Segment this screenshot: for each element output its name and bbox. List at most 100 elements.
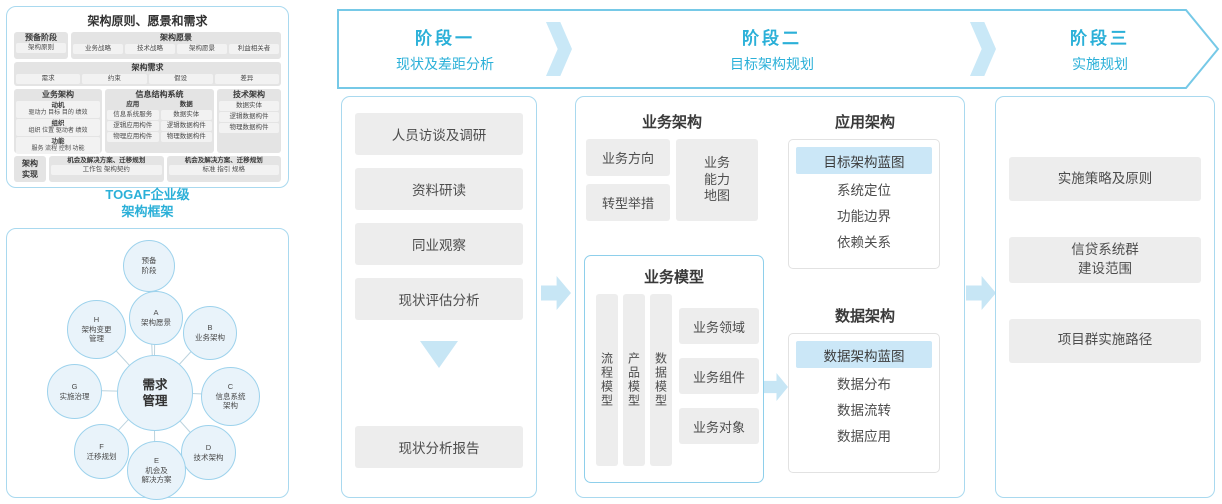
realization-row: 架构 实现 机会及解决方案、迁移规划 工作包 架构契约 机会及解决方案、迁移规划…: [14, 155, 281, 182]
architecture-domains-row: 业务架构 动机 驱动力 目标 目的 绩效 组织 组织 位置 驱动者 绩效 功能 …: [14, 88, 281, 154]
phase-3-title: 阶段三: [1070, 29, 1130, 48]
data-item: 数据实体: [160, 109, 212, 120]
adm-node-a-vision: A 架构愿景: [129, 291, 183, 345]
prep-vision-row: 预备阶段 架构原则 架构愿景 业务战略 技术战略 架构愿景 利益相关者: [14, 32, 281, 59]
adm-node-label: G 实施治理: [59, 381, 90, 401]
phase-3-subtitle: 实施规划: [1072, 56, 1128, 72]
migration-items: 标准 指引 规格: [168, 164, 279, 175]
migration-title: 机会及解决方案、迁移规划: [184, 156, 263, 164]
data-arch-section-title: 数据架构: [834, 308, 895, 325]
phase-band: 阶段一 现状及差距分析 阶段二 目标架构规划 阶段三 实施规划: [337, 9, 1221, 89]
business-arch-section-title: 业务架构: [641, 114, 702, 131]
phase1-step: 人员访谈及调研: [355, 113, 523, 155]
prep-phase-cell: 预备阶段 架构原则: [14, 32, 68, 59]
data-item: 物理数据构件: [160, 131, 212, 142]
app-item: 逻辑应用构件: [107, 120, 159, 131]
business-domain-box: 业务领域: [679, 308, 759, 344]
function-group: 功能 服务 流程 控制 功能: [16, 136, 100, 154]
group-items: 服务 流程 控制 功能: [31, 145, 85, 152]
vision-item: 业务战略: [73, 44, 123, 54]
product-model-box: 产品模型: [623, 294, 645, 466]
requirement-item: 差异: [214, 73, 279, 84]
principles-title: 架构原则、愿景和需求: [87, 14, 208, 28]
phase3-item: 信贷系统群 建设范围: [1009, 237, 1201, 283]
togaf-content-panel: 架构原则、愿景和需求 预备阶段 架构原则 架构愿景 业务战略 技术战略 架构愿景…: [6, 6, 289, 188]
opportunities-title: 机会及解决方案、迁移规划: [67, 156, 146, 164]
adm-node-label: D 技术架构: [193, 442, 224, 462]
flow-right-arrow-icon: [541, 276, 571, 310]
tech-item: 物理数据构件: [219, 122, 279, 133]
phase-2-subtitle: 目标架构规划: [730, 56, 814, 72]
vision-item: 技术战略: [125, 44, 175, 54]
info-systems-title: 信息结构系统: [135, 89, 184, 99]
vision-items: 业务战略 技术战略 架构愿景 利益相关者: [73, 44, 279, 54]
migration-cell: 机会及解决方案、迁移规划 标准 指引 规格: [166, 155, 281, 182]
application-arch-box: 目标架构蓝图 系统定位 功能边界 依赖关系: [788, 139, 940, 269]
group-title: 组织: [51, 119, 65, 127]
tech-item: 逻辑数据构件: [219, 111, 279, 122]
adm-node-h-change-management: H 架构变更 管理: [67, 300, 126, 359]
group-title: 功能: [51, 137, 65, 145]
data-arch-blueprint-highlight: 数据架构蓝图: [796, 341, 932, 368]
requirement-item: 需求: [16, 73, 81, 84]
flow-right-arrow-icon: [966, 276, 996, 310]
realization-title: 架构 实现: [14, 155, 46, 182]
adm-node-c-information-systems: C 信息系统 架构: [201, 367, 260, 426]
business-arch-title: 业务架构: [42, 89, 74, 99]
technology-arch-title: 技术架构: [233, 89, 265, 99]
app-arch-item: 系统定位: [837, 183, 891, 198]
prep-title: 预备阶段: [25, 33, 57, 42]
phase1-step: 资料研读: [355, 168, 523, 210]
adm-node-d-technology: D 技术架构: [181, 425, 236, 480]
data-arch-item: 数据分布: [837, 377, 891, 392]
business-model-title: 业务模型: [643, 269, 704, 286]
phase-1-subtitle: 现状及差距分析: [396, 56, 494, 72]
transformation-initiatives-box: 转型举措: [586, 184, 670, 221]
prep-item: 架构原则: [16, 43, 66, 53]
down-arrow-icon: [420, 341, 458, 368]
group-items: 组织 位置 驱动者 绩效: [28, 127, 88, 134]
adm-center-requirements-management: 需求 管理: [117, 355, 193, 431]
inner-right-arrow-icon: [764, 373, 788, 401]
data-arch-box: 数据架构蓝图 数据分布 数据流转 数据应用: [788, 333, 940, 473]
phase-1-header: 阶段一 现状及差距分析: [345, 24, 545, 74]
opportunities-cell: 机会及解决方案、迁移规划 工作包 架构契约: [49, 155, 164, 182]
togaf-framework-label: TOGAF企业级 架构框架: [105, 187, 190, 219]
organization-group: 组织 组织 位置 驱动者 绩效: [16, 118, 100, 136]
tech-item: 数据实体: [219, 100, 279, 111]
vision-title: 架构愿景: [160, 33, 192, 42]
business-arch-cell: 业务架构 动机 驱动力 目标 目的 绩效 组织 组织 位置 驱动者 绩效 功能 …: [14, 88, 102, 154]
phase1-step: 同业观察: [355, 223, 523, 265]
adm-node-label: H 架构变更 管理: [81, 314, 112, 344]
adm-node-b-business: B 业务架构: [183, 306, 237, 360]
adm-node-label: F 迁移规划: [86, 441, 117, 461]
business-direction-box: 业务方向: [586, 139, 670, 176]
business-component-box: 业务组件: [679, 358, 759, 394]
info-columns: 应用 信息系统服务 逻辑应用构件 物理应用构件 数据 数据实体 逻辑数据构件 物…: [107, 101, 212, 142]
vertical-label: 产品模型: [626, 352, 641, 408]
data-arch-item: 数据应用: [837, 429, 891, 444]
app-item: 物理应用构件: [107, 131, 159, 142]
adm-node-label: C 信息系统 架构: [215, 381, 246, 411]
application-title: 应用: [126, 100, 140, 108]
phase1-result: 现状分析报告: [355, 426, 523, 468]
requirements-cell: 架构需求 需求 约束 假设 差异: [14, 61, 281, 86]
adm-center-label: 需求 管理: [142, 377, 168, 408]
requirements-title: 架构需求: [131, 62, 164, 72]
adm-node-f-migration: F 迁移规划: [74, 424, 129, 479]
application-column: 应用 信息系统服务 逻辑应用构件 物理应用构件: [107, 101, 159, 142]
adm-cycle-panel: 需求 管理 预备 阶段 A 架构愿景 B 业务架构 C 信息系统 架构 D 技术…: [6, 228, 289, 500]
business-object-box: 业务对象: [679, 408, 759, 444]
phase3-column: 实施策略及原则 信贷系统群 建设范围 项目群实施路径: [995, 96, 1215, 498]
phase1-step: 现状评估分析: [355, 278, 523, 320]
business-model-box: 业务模型 流程模型 产品模型 数据模型 业务领域 业务组件 业务对象: [584, 255, 764, 483]
phase2-column: 业务架构 业务方向 转型举措 业务 能力 地图 业务模型 流程模型 产品模型 数…: [575, 96, 965, 498]
data-model-box: 数据模型: [650, 294, 672, 466]
app-item: 信息系统服务: [107, 109, 159, 120]
requirements-items: 需求 约束 假设 差异: [16, 73, 279, 84]
adm-node-e-opportunities: E 机会及 解决方案: [127, 441, 186, 500]
data-title: 数据: [179, 100, 193, 108]
group-title: 动机: [51, 101, 65, 109]
data-item: 逻辑数据构件: [160, 120, 212, 131]
